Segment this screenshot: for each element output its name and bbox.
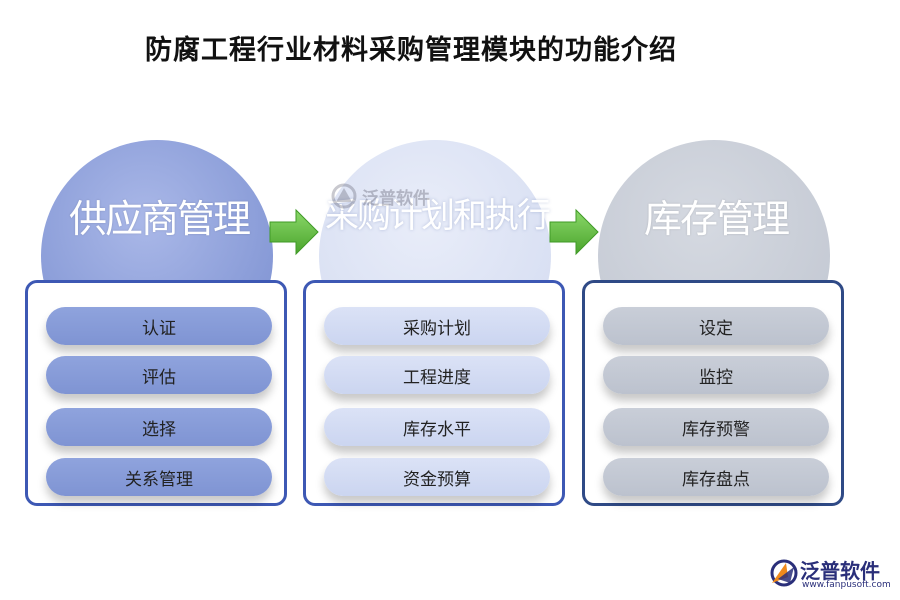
module-panel: 设定 监控 库存预警 库存盘点 (582, 280, 844, 506)
module-title: 供应商管理 (68, 197, 251, 241)
module-title: 采购计划和执行 (325, 196, 551, 236)
function-item: 库存水平 (324, 408, 550, 446)
function-item: 认证 (46, 307, 272, 345)
page-title: 防腐工程行业材料采购管理模块的功能介绍 (145, 35, 677, 66)
function-item: 资金预算 (324, 458, 550, 496)
function-item: 库存盘点 (603, 458, 829, 496)
function-item: 库存预警 (603, 408, 829, 446)
module-supplier-management: 供应商管理 认证 评估 选择 关系管理 (25, 140, 293, 515)
function-item: 采购计划 (324, 307, 550, 345)
function-item: 选择 (46, 408, 272, 446)
function-item: 设定 (603, 307, 829, 345)
module-panel: 认证 评估 选择 关系管理 (25, 280, 287, 506)
module-procurement-planning: 采购计划和执行 采购计划 工程进度 库存水平 资金预算 (303, 140, 571, 515)
watermark-text: 泛普软件 (362, 188, 430, 209)
right-arrow-icon (549, 208, 599, 256)
right-arrow-icon (269, 208, 319, 256)
watermark: 泛普软件 (330, 182, 430, 210)
logo-name: 泛普软件 (800, 559, 880, 583)
module-inventory-management: 库存管理 设定 监控 库存预警 库存盘点 (582, 140, 850, 515)
function-item: 关系管理 (46, 458, 272, 496)
fanpu-logo-icon (331, 183, 357, 209)
function-item: 评估 (46, 356, 272, 394)
fanpu-logo-icon (770, 559, 798, 587)
brand-logo: 泛普软件 www.fanpusoft.com (768, 553, 893, 595)
function-item: 监控 (603, 356, 829, 394)
function-item: 工程进度 (324, 356, 550, 394)
module-panel: 采购计划 工程进度 库存水平 资金预算 (303, 280, 565, 506)
logo-url: www.fanpusoft.com (802, 580, 891, 590)
module-title: 库存管理 (643, 197, 790, 241)
